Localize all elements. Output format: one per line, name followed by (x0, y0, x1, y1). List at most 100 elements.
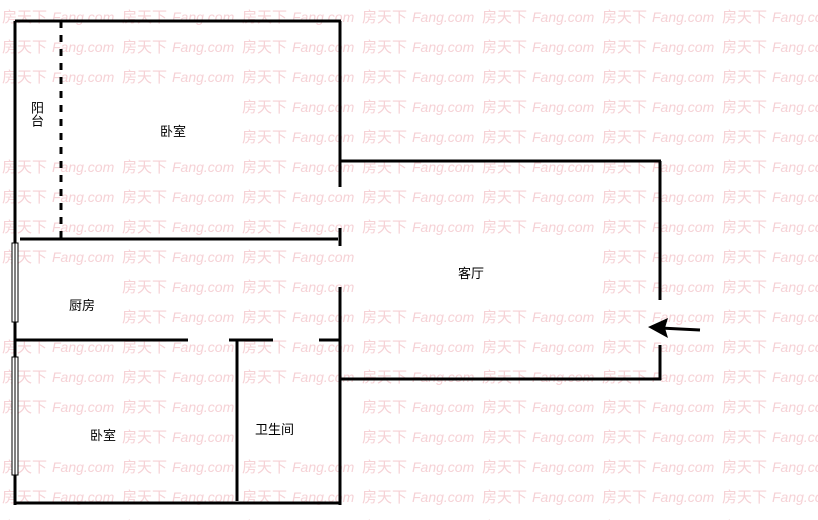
svg-text:Fang.com: Fang.com (292, 249, 355, 265)
svg-text:Fang.com: Fang.com (172, 339, 235, 355)
svg-text:房天下: 房天下 (722, 368, 767, 386)
svg-text:Fang.com: Fang.com (172, 399, 235, 415)
svg-text:Fang.com: Fang.com (532, 219, 595, 235)
svg-text:Fang.com: Fang.com (532, 309, 595, 325)
svg-text:房天下: 房天下 (722, 8, 767, 26)
svg-text:Fang.com: Fang.com (772, 189, 818, 205)
svg-text:Fang.com: Fang.com (52, 159, 115, 175)
svg-text:房天下: 房天下 (722, 308, 767, 326)
svg-text:房天下: 房天下 (722, 98, 767, 116)
svg-text:房天下: 房天下 (2, 338, 47, 356)
svg-text:Fang.com: Fang.com (772, 39, 818, 55)
svg-text:Fang.com: Fang.com (172, 159, 235, 175)
svg-text:房天下: 房天下 (362, 338, 407, 356)
svg-text:Fang.com: Fang.com (772, 9, 818, 25)
svg-text:Fang.com: Fang.com (412, 369, 475, 385)
svg-text:Fang.com: Fang.com (652, 189, 715, 205)
svg-text:Fang.com: Fang.com (532, 459, 595, 475)
svg-text:房天下: 房天下 (722, 488, 767, 506)
svg-text:Fang.com: Fang.com (652, 159, 715, 175)
svg-text:房天下: 房天下 (122, 518, 167, 520)
watermark: 房天下 Fang.com (482, 218, 595, 236)
svg-text:Fang.com: Fang.com (412, 339, 475, 355)
svg-text:房天下: 房天下 (362, 218, 407, 236)
svg-text:Fang.com: Fang.com (172, 279, 235, 295)
svg-text:房天下: 房天下 (482, 8, 527, 26)
svg-text:房天下: 房天下 (362, 428, 407, 446)
room-label-living-room: 客厅 (458, 267, 485, 282)
svg-text:Fang.com: Fang.com (292, 189, 355, 205)
watermark: 房天下 Fang.com (362, 488, 475, 506)
svg-text:房天下: 房天下 (242, 128, 287, 146)
svg-text:房天下: 房天下 (482, 428, 527, 446)
svg-text:房天下: 房天下 (482, 188, 527, 206)
svg-text:房天下: 房天下 (722, 128, 767, 146)
svg-text:房天下: 房天下 (482, 68, 527, 86)
svg-text:Fang.com: Fang.com (652, 309, 715, 325)
svg-text:Fang.com: Fang.com (52, 69, 115, 85)
svg-text:Fang.com: Fang.com (412, 459, 475, 475)
svg-text:Fang.com: Fang.com (532, 369, 595, 385)
watermark: 房天下 Fang.com (722, 368, 818, 386)
svg-text:Fang.com: Fang.com (52, 459, 115, 475)
svg-text:Fang.com: Fang.com (412, 489, 475, 505)
svg-text:房天下: 房天下 (482, 518, 527, 520)
svg-text:房天下: 房天下 (722, 188, 767, 206)
svg-text:房天下: 房天下 (602, 278, 647, 296)
svg-text:房天下: 房天下 (482, 218, 527, 236)
svg-text:房天下: 房天下 (362, 518, 407, 520)
room-label-bedroom-top: 卧室 (160, 125, 187, 140)
svg-text:Fang.com: Fang.com (772, 369, 818, 385)
svg-text:房天下: 房天下 (602, 518, 647, 520)
svg-text:房天下: 房天下 (242, 98, 287, 116)
svg-text:Fang.com: Fang.com (652, 489, 715, 505)
svg-text:房天下: 房天下 (362, 488, 407, 506)
svg-text:Fang.com: Fang.com (52, 39, 115, 55)
svg-text:Fang.com: Fang.com (532, 69, 595, 85)
svg-text:Fang.com: Fang.com (172, 489, 235, 505)
room-label-balcony: 阳台 (28, 101, 43, 127)
svg-text:房天下: 房天下 (122, 188, 167, 206)
svg-text:Fang.com: Fang.com (532, 399, 595, 415)
watermark: 房天下 Fang.com (482, 68, 595, 86)
svg-text:房天下: 房天下 (362, 368, 407, 386)
entrance-arrow-icon (648, 318, 701, 338)
svg-text:房天下: 房天下 (602, 338, 647, 356)
svg-text:Fang.com: Fang.com (772, 159, 818, 175)
svg-text:房天下: 房天下 (242, 338, 287, 356)
svg-text:房天下: 房天下 (2, 158, 47, 176)
